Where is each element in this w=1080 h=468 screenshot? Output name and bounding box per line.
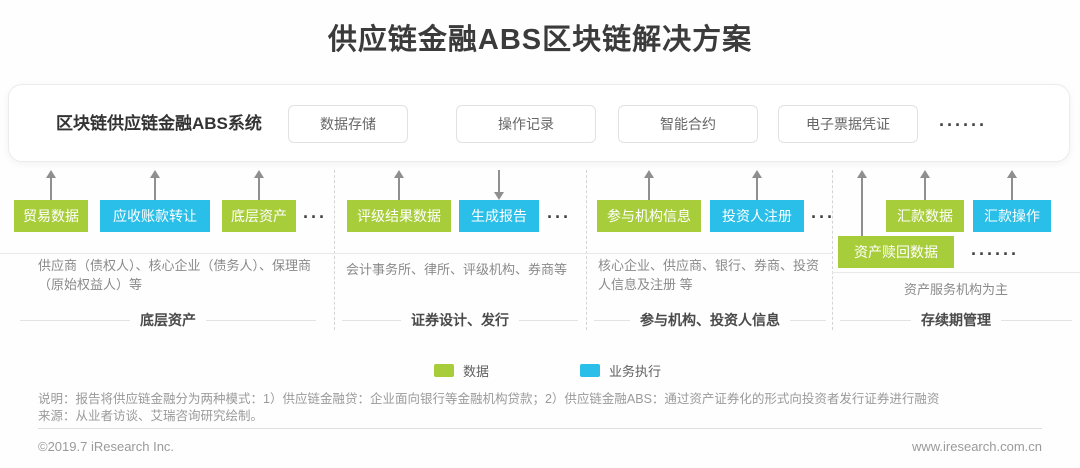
chip-investor-register: 投资人注册 <box>710 200 804 232</box>
up-arrow-icon <box>857 170 867 236</box>
divider <box>519 319 578 321</box>
group-description: 资产服务机构为主 <box>903 282 1008 297</box>
legend-label: 数据 <box>463 364 490 379</box>
chip-remittance-operation: 汇款操作 <box>973 200 1051 232</box>
module-smart-contract: 智能合约 <box>618 105 758 143</box>
ellipsis: ······ <box>971 244 1019 264</box>
up-arrow-icon <box>254 170 264 200</box>
chip-asset-redemption-data: 资产赎回数据 <box>838 236 954 268</box>
up-arrow-icon <box>150 170 160 200</box>
ellipsis: ··· <box>811 207 835 227</box>
website-url: www.iresearch.com.cn <box>911 439 1042 454</box>
category-duration-management: 存续期管理 <box>840 310 1072 330</box>
legend-data: 数据 <box>434 361 489 380</box>
category-label: 证券设计、发行 <box>411 312 509 328</box>
up-arrow-icon <box>920 170 930 200</box>
group-description: 会计事务所、律所、评级机构、券商等 <box>346 262 568 277</box>
up-arrow-icon <box>1007 170 1017 200</box>
column-separator <box>832 170 833 330</box>
down-arrow-icon <box>494 170 504 200</box>
note-line-2: 来源：从业者访谈、艾瑞咨询研究绘制。 <box>38 409 264 423</box>
module-operation-log: 操作记录 <box>456 105 596 143</box>
notes: 说明：报告将供应链金融分为两种模式：1）供应链金融贷：企业面向银行等金融机构贷款… <box>38 391 1048 425</box>
up-arrow-icon <box>644 170 654 200</box>
chip-remittance-data: 汇款数据 <box>886 200 964 232</box>
column-separator <box>586 170 587 330</box>
system-bar: 区块链供应链金融ABS系统 数据存储 操作记录 智能合约 电子票据凭证 ····… <box>8 84 1070 162</box>
page-title: 供应链金融ABS区块链解决方案 <box>327 24 753 56</box>
column-separator <box>334 170 335 330</box>
divider <box>594 319 630 321</box>
ellipsis: ··· <box>303 207 327 227</box>
divider <box>206 319 316 321</box>
category-label: 参与机构、投资人信息 <box>640 312 780 328</box>
category-participants-investors: 参与机构、投资人信息 <box>594 310 826 330</box>
chip-underlying-asset: 底层资产 <box>222 200 296 232</box>
category-label: 存续期管理 <box>921 312 991 328</box>
section-rule <box>586 253 832 254</box>
divider <box>342 319 401 321</box>
chip-participant-info: 参与机构信息 <box>597 200 701 232</box>
section-rule <box>0 253 334 254</box>
module-data-storage: 数据存储 <box>288 105 408 143</box>
category-security-design: 证券设计、发行 <box>342 310 578 330</box>
divider <box>1001 319 1072 321</box>
chip-receivable-transfer: 应收账款转让 <box>100 200 210 232</box>
category-underlying-assets: 底层资产 <box>20 310 316 330</box>
blue-swatch-icon <box>580 364 600 377</box>
system-bar-title: 区块链供应链金融ABS系统 <box>56 114 262 133</box>
legend-execution: 业务执行 <box>580 361 661 380</box>
section-rule <box>334 253 586 254</box>
chip-generate-report: 生成报告 <box>459 200 539 232</box>
legend-label: 业务执行 <box>609 364 662 379</box>
chip-trade-data: 贸易数据 <box>14 200 88 232</box>
divider <box>840 319 911 321</box>
up-arrow-icon <box>752 170 762 200</box>
module-e-voucher: 电子票据凭证 <box>778 105 918 143</box>
ellipsis: ······ <box>939 115 987 135</box>
section-rule <box>832 272 1080 273</box>
chip-rating-result-data: 评级结果数据 <box>347 200 451 232</box>
up-arrow-icon <box>46 170 56 200</box>
group-description: 供应商（债权人）、核心企业（债务人）、保理商（原始权益人）等 <box>38 258 312 292</box>
up-arrow-icon <box>394 170 404 200</box>
copyright-text: ©2019.7 iResearch Inc. <box>38 439 175 454</box>
note-line-1: 说明：报告将供应链金融分为两种模式：1）供应链金融贷：企业面向银行等金融机构贷款… <box>38 392 940 406</box>
footer-divider <box>38 428 1042 429</box>
green-swatch-icon <box>434 364 454 377</box>
divider <box>20 319 130 321</box>
divider <box>790 319 826 321</box>
group-description: 核心企业、供应商、银行、券商、投资人信息及注册 等 <box>598 258 820 292</box>
category-label: 底层资产 <box>140 312 196 328</box>
ellipsis: ··· <box>547 207 571 227</box>
